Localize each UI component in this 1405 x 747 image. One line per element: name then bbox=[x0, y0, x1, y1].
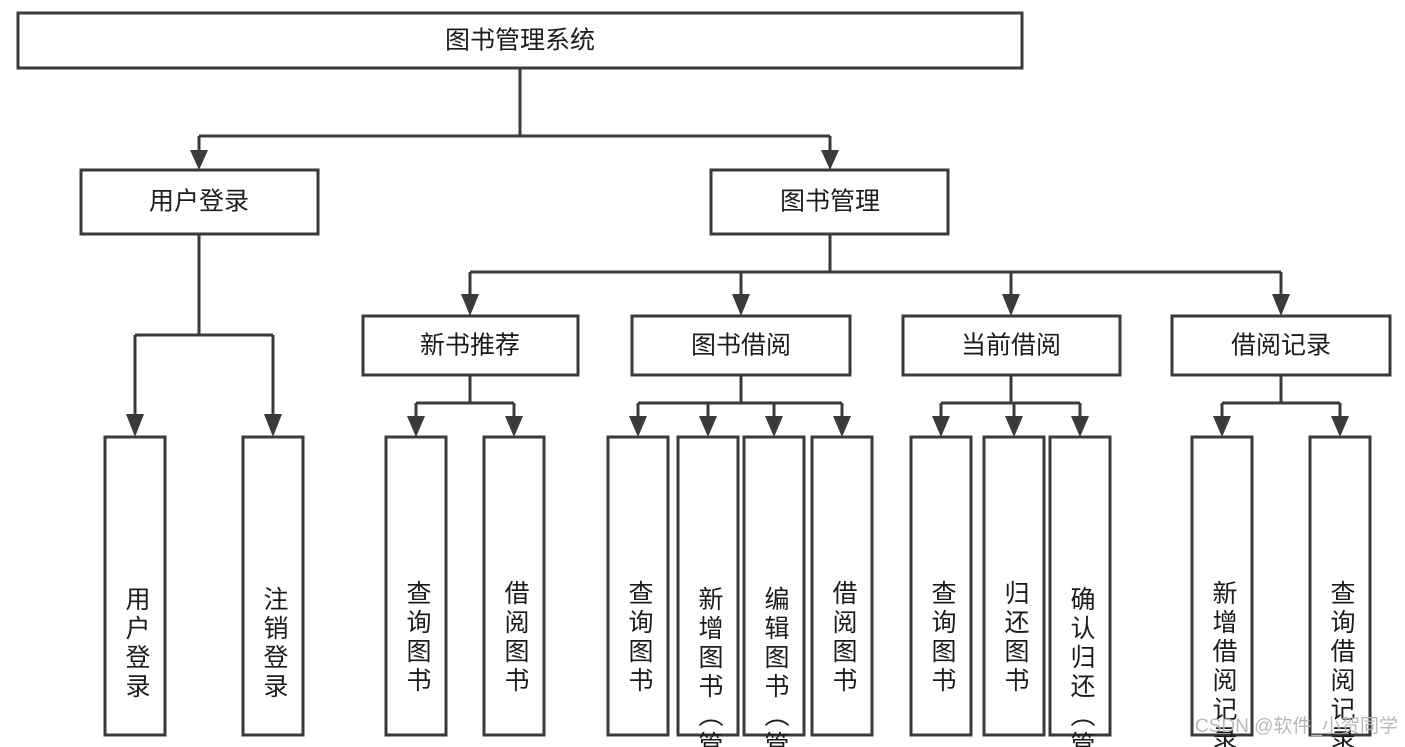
node-leaf-query-book-2-label: 查询图书 bbox=[625, 580, 654, 696]
arrow-head-leaf-add-record bbox=[1213, 416, 1231, 437]
node-leaf-confirm-return-box[interactable] bbox=[1048, 435, 1112, 737]
node-leaf-borrow-book-2-label: 借阅图书 bbox=[829, 580, 858, 696]
node-leaf-borrow-book-1-box[interactable] bbox=[482, 435, 546, 737]
arrow-head-leaf-user-login bbox=[126, 414, 144, 437]
connector-layer bbox=[126, 68, 1349, 437]
node-book-manage-box[interactable] bbox=[709, 168, 950, 236]
node-leaf-user-logout-box[interactable] bbox=[241, 435, 305, 737]
node-leaf-query-book-1[interactable]: 查询图书 bbox=[384, 435, 448, 737]
arrow-head-new-book-recommend bbox=[461, 294, 479, 316]
node-leaf-confirm-return-label: 确认归还（管理员） bbox=[1067, 586, 1096, 747]
node-leaf-query-record-box[interactable] bbox=[1308, 435, 1372, 737]
node-root-box[interactable] bbox=[16, 11, 1024, 70]
node-leaf-query-book-3-label: 查询图书 bbox=[928, 580, 957, 696]
node-leaf-query-book-1-label: 查询图书 bbox=[403, 580, 432, 696]
node-leaf-user-logout[interactable]: 注销登录 bbox=[241, 435, 305, 737]
node-new-book-recommend-box[interactable] bbox=[361, 314, 580, 377]
node-current-borrow-label: 当前借阅 bbox=[961, 332, 1061, 360]
node-leaf-add-record-box[interactable] bbox=[1190, 435, 1254, 737]
arrow-head-leaf-edit-book bbox=[765, 416, 783, 437]
arrow-head-leaf-confirm-return bbox=[1071, 416, 1089, 437]
node-book-borrow-box[interactable] bbox=[630, 314, 852, 377]
node-leaf-borrow-book-2[interactable]: 借阅图书 bbox=[810, 435, 874, 737]
node-borrow-record-label: 借阅记录 bbox=[1231, 332, 1331, 360]
node-leaf-add-book-box[interactable] bbox=[676, 435, 740, 737]
node-user-login-box[interactable] bbox=[79, 168, 320, 236]
arrow-head-leaf-add-book bbox=[699, 416, 717, 437]
arrow-head-leaf-user-logout bbox=[264, 414, 282, 437]
node-leaf-query-book-3-box[interactable] bbox=[909, 435, 973, 737]
arrow-head-leaf-borrow-book-1 bbox=[505, 416, 523, 437]
node-leaf-return-book[interactable]: 归还图书 bbox=[982, 435, 1046, 737]
node-leaf-query-book-2-box[interactable] bbox=[606, 435, 670, 737]
node-leaf-add-record-label: 新增借阅记录 bbox=[1209, 580, 1238, 747]
node-leaf-edit-book[interactable]: 编辑图书（管理员） bbox=[742, 435, 806, 747]
node-current-borrow[interactable]: 当前借阅 bbox=[901, 314, 1122, 377]
arrow-head-book-borrow bbox=[732, 294, 750, 316]
arrow-head-book-manage bbox=[821, 150, 839, 170]
node-leaf-return-book-label: 归还图书 bbox=[1001, 580, 1030, 696]
node-new-book-recommend-label: 新书推荐 bbox=[420, 332, 520, 360]
arrow-head-borrow-record bbox=[1272, 294, 1290, 316]
node-leaf-add-book-label: 新增图书（管理员） bbox=[695, 586, 724, 747]
node-leaf-query-book-3[interactable]: 查询图书 bbox=[909, 435, 973, 737]
node-leaf-borrow-book-1[interactable]: 借阅图书 bbox=[482, 435, 546, 737]
node-leaf-query-record[interactable]: 查询借阅记录 bbox=[1308, 435, 1372, 747]
arrow-head-user-login bbox=[190, 150, 208, 170]
node-root-label: 图书管理系统 bbox=[445, 27, 595, 55]
node-leaf-user-login[interactable]: 用户登录 bbox=[103, 435, 167, 737]
arrow-head-leaf-query-book-2 bbox=[629, 416, 647, 437]
node-current-borrow-box[interactable] bbox=[901, 314, 1122, 377]
arrow-head-leaf-query-book-3 bbox=[932, 416, 950, 437]
node-book-manage[interactable]: 图书管理 bbox=[709, 168, 950, 236]
node-user-login[interactable]: 用户登录 bbox=[79, 168, 320, 236]
node-leaf-query-book-1-box[interactable] bbox=[384, 435, 448, 737]
node-leaf-edit-book-box[interactable] bbox=[742, 435, 806, 737]
node-leaf-borrow-book-2-box[interactable] bbox=[810, 435, 874, 737]
node-leaf-borrow-book-1-label: 借阅图书 bbox=[501, 580, 530, 696]
node-root[interactable]: 图书管理系统 bbox=[16, 11, 1024, 70]
node-leaf-query-record-label: 查询借阅记录 bbox=[1327, 580, 1356, 747]
node-leaf-user-login-box[interactable] bbox=[103, 435, 167, 737]
node-user-login-label: 用户登录 bbox=[149, 188, 249, 216]
arrow-head-leaf-return-book bbox=[1005, 416, 1023, 437]
node-leaf-confirm-return[interactable]: 确认归还（管理员） bbox=[1048, 435, 1112, 747]
node-leaf-add-book[interactable]: 新增图书（管理员） bbox=[676, 435, 740, 747]
node-new-book-recommend[interactable]: 新书推荐 bbox=[361, 314, 580, 377]
node-borrow-record[interactable]: 借阅记录 bbox=[1170, 314, 1392, 377]
node-leaf-user-login-label: 用户登录 bbox=[122, 586, 151, 702]
node-borrow-record-box[interactable] bbox=[1170, 314, 1392, 377]
node-book-manage-label: 图书管理 bbox=[780, 188, 880, 216]
node-book-borrow[interactable]: 图书借阅 bbox=[630, 314, 852, 377]
arrow-head-leaf-query-record bbox=[1331, 416, 1349, 437]
arrow-head-leaf-borrow-book-2 bbox=[833, 416, 851, 437]
node-leaf-query-book-2[interactable]: 查询图书 bbox=[606, 435, 670, 737]
node-leaf-return-book-box[interactable] bbox=[982, 435, 1046, 737]
node-leaf-add-record[interactable]: 新增借阅记录 bbox=[1190, 435, 1254, 747]
node-leaf-edit-book-label: 编辑图书（管理员） bbox=[761, 586, 790, 747]
watermark-text: CSDN @软件_小贺同学 bbox=[1195, 715, 1398, 737]
arrow-head-leaf-query-book-1 bbox=[407, 416, 425, 437]
node-book-borrow-label: 图书借阅 bbox=[691, 332, 791, 360]
node-leaf-user-logout-label: 注销登录 bbox=[260, 586, 289, 702]
arrow-head-current-borrow bbox=[1002, 294, 1020, 316]
